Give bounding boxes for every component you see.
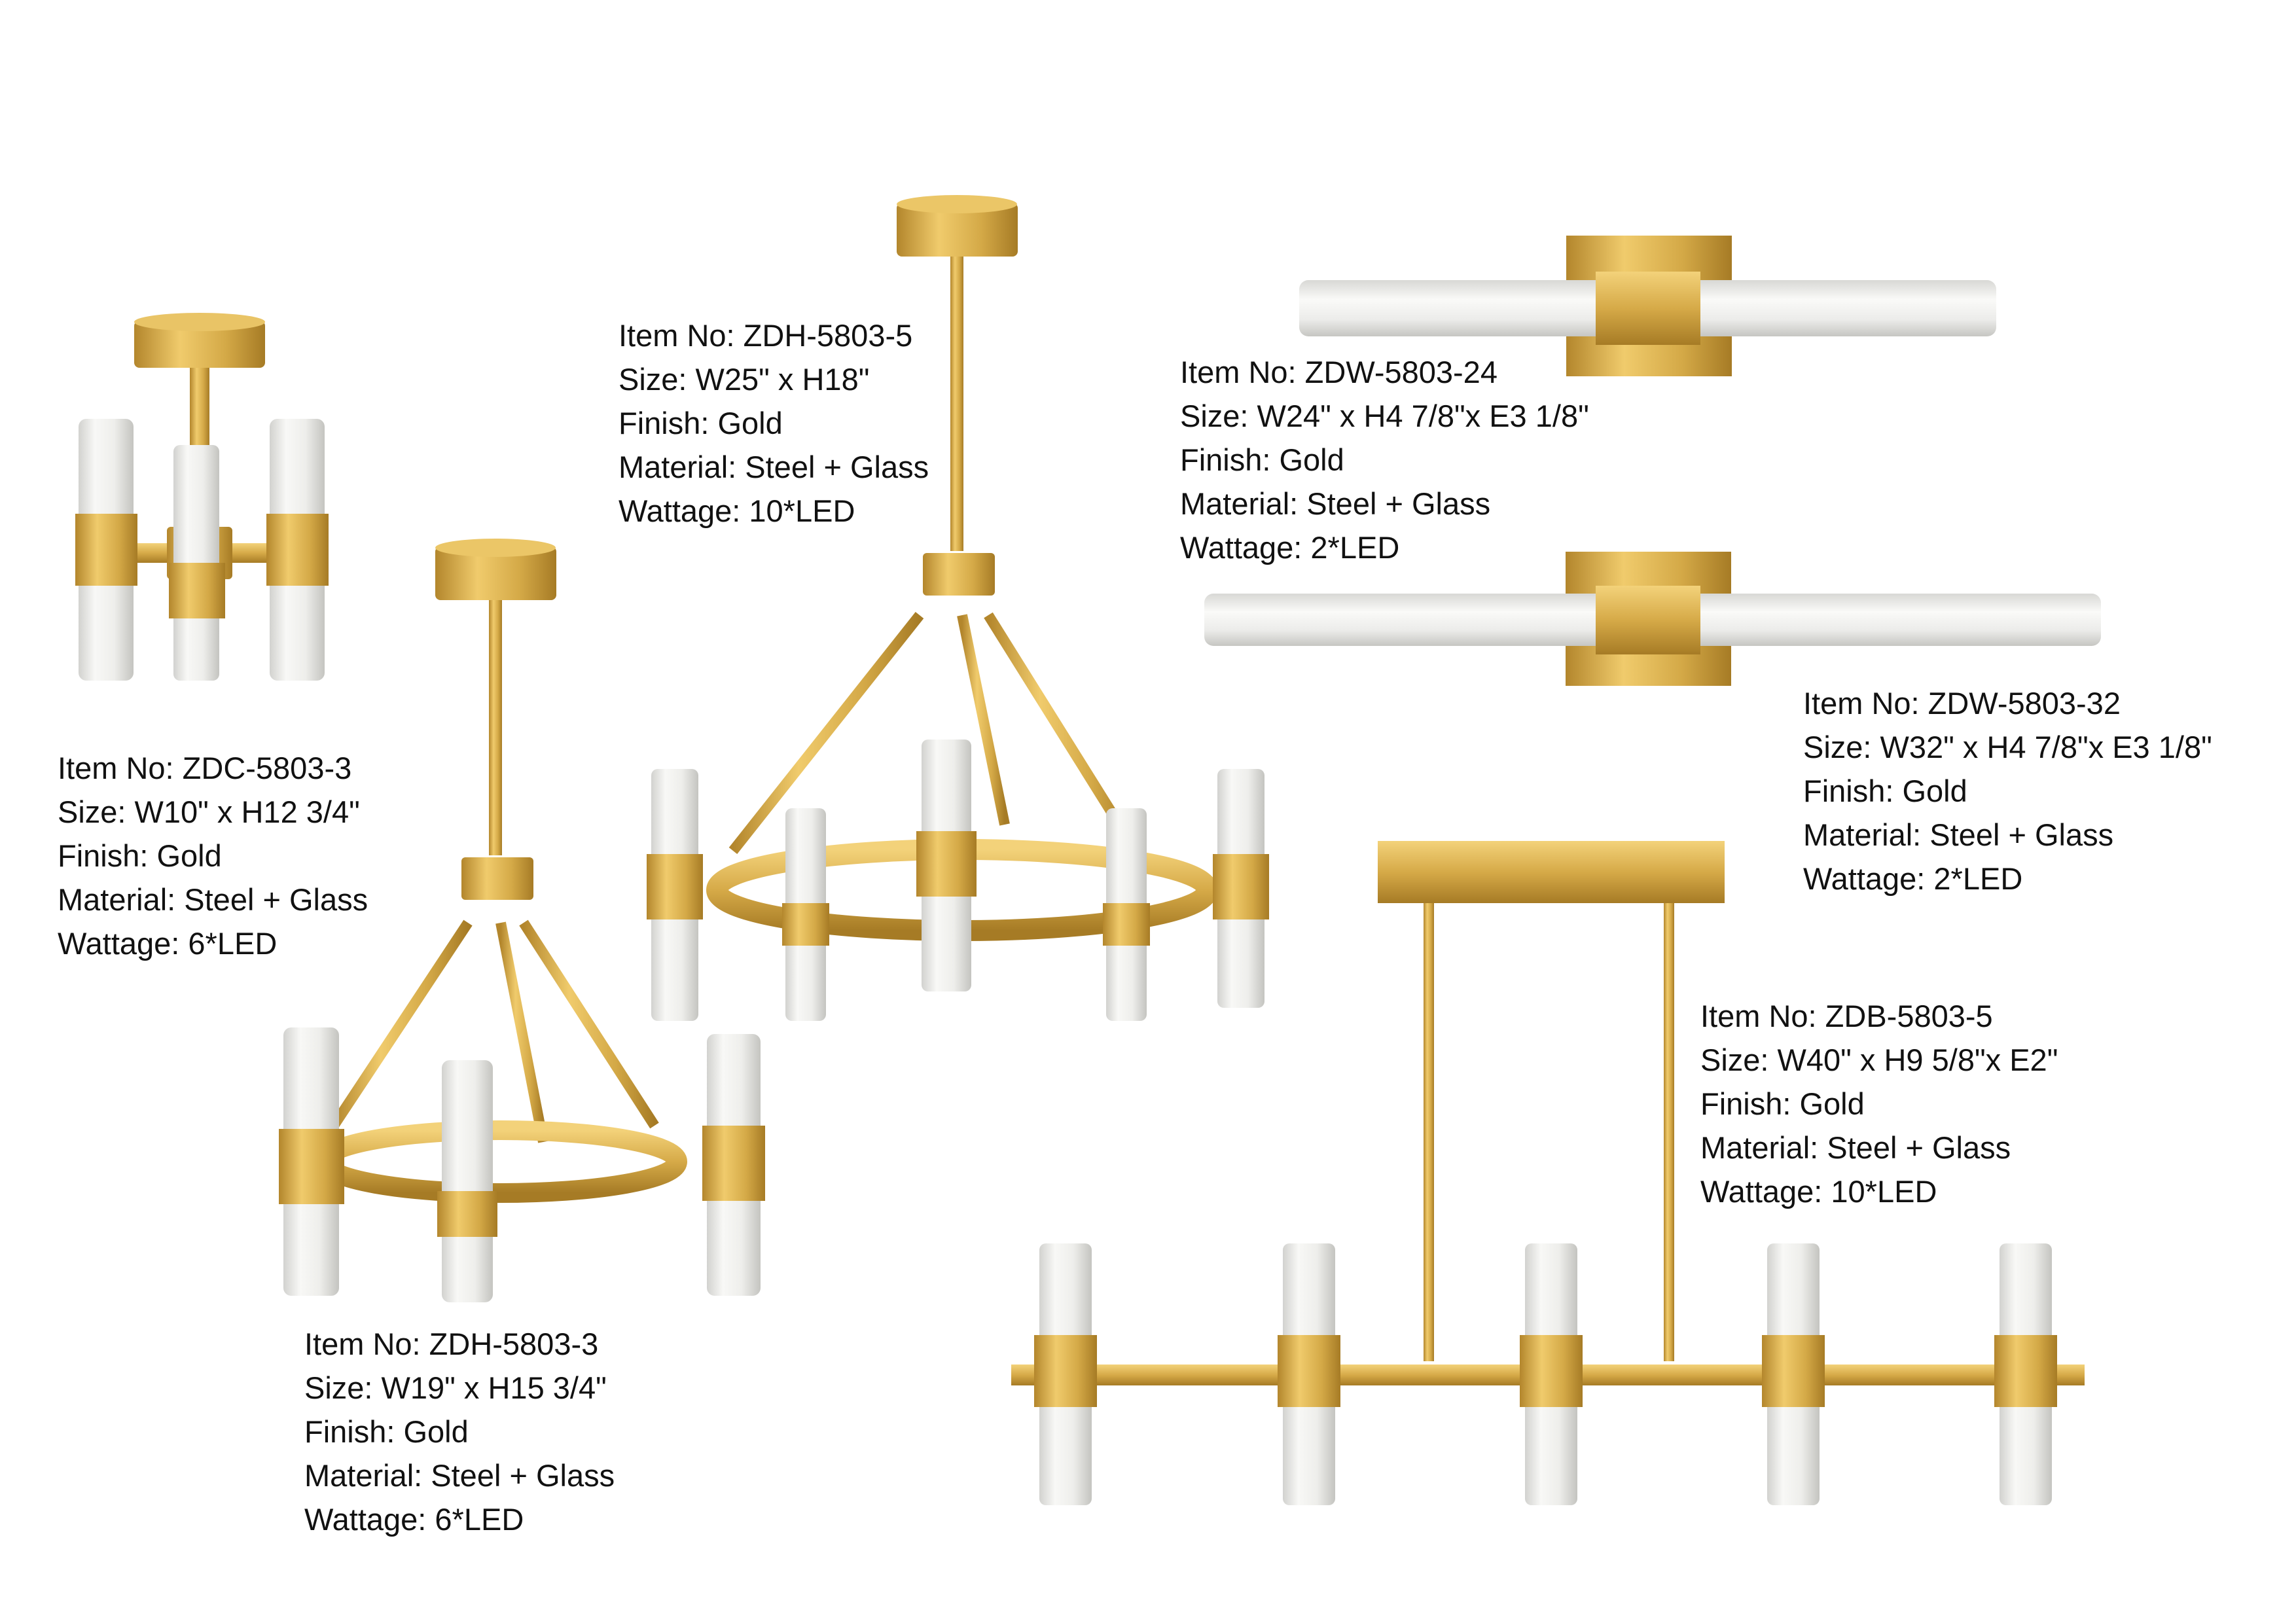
spec-block-zdh-5803-3: Item No: ZDH-5803-3 Size: W19" x H15 3/4… xyxy=(304,1322,615,1541)
material: Material: Steel + Glass xyxy=(1803,817,2114,852)
size: Size: W32" x H4 7/8"x E3 1/8" xyxy=(1803,730,2212,764)
zdw-5803-32-illustration xyxy=(1204,552,2101,686)
spec-block-zdc-5803-3: Item No: ZDC-5803-3 Size: W10" x H12 3/4… xyxy=(58,746,368,965)
wattage: Wattage: 6*LED xyxy=(58,926,278,961)
wattage: Wattage: 6*LED xyxy=(304,1502,524,1537)
finish: Finish: Gold xyxy=(1803,774,1967,808)
material: Material: Steel + Glass xyxy=(1180,486,1491,521)
zdc-5803-3-illustration xyxy=(75,313,329,681)
finish: Finish: Gold xyxy=(619,406,783,440)
size: Size: W25" x H18" xyxy=(619,362,870,397)
size: Size: W24" x H4 7/8"x E3 1/8" xyxy=(1180,399,1589,433)
spec-block-zdw-5803-24: Item No: ZDW-5803-24 Size: W24" x H4 7/8… xyxy=(1180,350,1589,569)
size: Size: W40" x H9 5/8"x E2" xyxy=(1700,1043,2058,1077)
item-number: Item No: ZDC-5803-3 xyxy=(58,751,352,785)
material: Material: Steel + Glass xyxy=(1700,1130,2011,1165)
item-number: Item No: ZDB-5803-5 xyxy=(1700,999,1993,1033)
zdh-5803-3-illustration xyxy=(279,539,765,1302)
wattage: Wattage: 2*LED xyxy=(1803,861,2023,896)
zdb-5803-5-illustration xyxy=(1011,841,2085,1505)
item-number: Item No: ZDH-5803-3 xyxy=(304,1327,599,1361)
zdw-5803-24-illustration xyxy=(1299,236,1996,376)
finish: Finish: Gold xyxy=(1700,1086,1865,1121)
size: Size: W19" x H15 3/4" xyxy=(304,1370,607,1405)
item-number: Item No: ZDH-5803-5 xyxy=(619,318,913,353)
finish: Finish: Gold xyxy=(1180,442,1344,477)
wattage: Wattage: 10*LED xyxy=(619,493,855,528)
wattage: Wattage: 10*LED xyxy=(1700,1174,1937,1209)
material: Material: Steel + Glass xyxy=(619,450,929,484)
size: Size: W10" x H12 3/4" xyxy=(58,794,360,829)
zdh-5803-5-illustration xyxy=(647,195,1269,1021)
item-number: Item No: ZDW-5803-24 xyxy=(1180,355,1498,389)
finish: Finish: Gold xyxy=(58,838,222,873)
spec-block-zdw-5803-32: Item No: ZDW-5803-32 Size: W32" x H4 7/8… xyxy=(1803,681,2212,901)
wattage: Wattage: 2*LED xyxy=(1180,530,1400,565)
item-number: Item No: ZDW-5803-32 xyxy=(1803,686,2121,721)
material: Material: Steel + Glass xyxy=(58,882,368,917)
spec-block-zdb-5803-5: Item No: ZDB-5803-5 Size: W40" x H9 5/8"… xyxy=(1700,994,2058,1213)
spec-block-zdh-5803-5: Item No: ZDH-5803-5 Size: W25" x H18" Fi… xyxy=(619,313,929,533)
finish: Finish: Gold xyxy=(304,1414,469,1449)
material: Material: Steel + Glass xyxy=(304,1458,615,1493)
